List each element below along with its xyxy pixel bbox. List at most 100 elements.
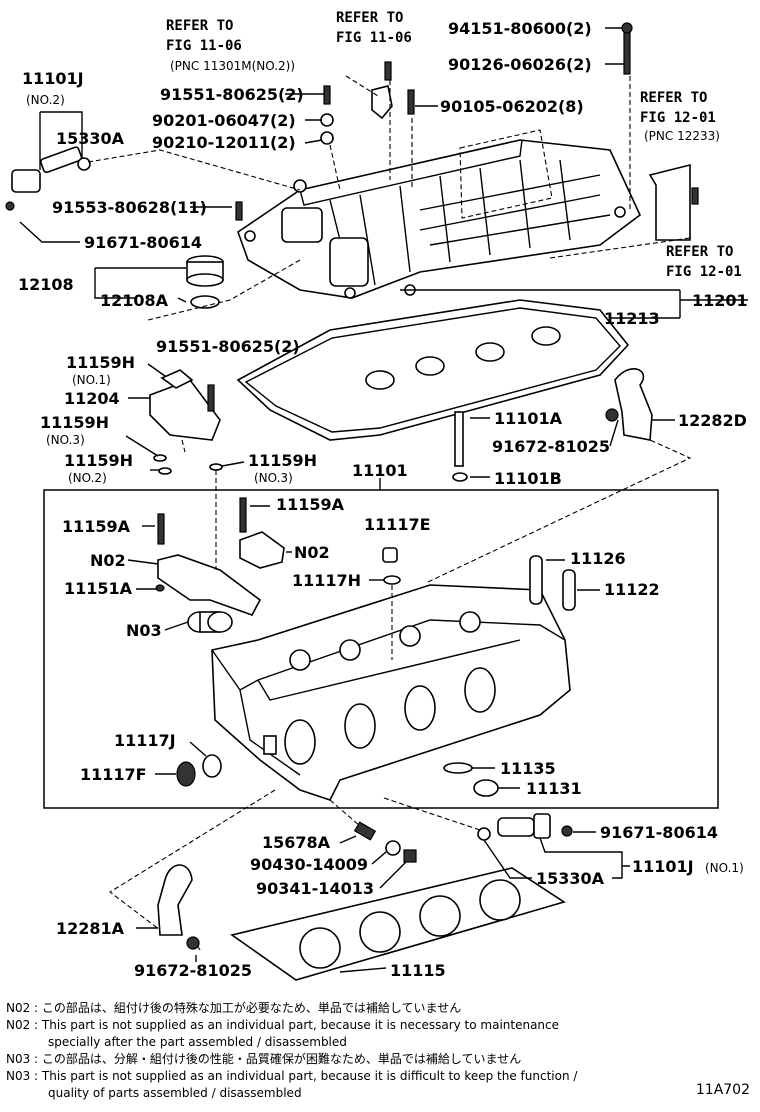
label-90201: 90201-06047(2) — [152, 111, 296, 130]
head-gasket — [230, 867, 566, 981]
label-90105: 90105-06202(8) — [440, 97, 584, 116]
label-11213: 11213 — [604, 309, 660, 328]
refer-fig-12-01-2a: REFER TO — [666, 244, 733, 260]
label-11159H-no3-sub: (NO.3) — [46, 433, 85, 447]
refer-fig-12-01-a: REFER TO — [640, 90, 707, 106]
engine-hanger-bottom — [157, 864, 193, 936]
label-11101J-top-sub: (NO.2) — [26, 93, 65, 107]
oil-control-valve-bottom — [497, 813, 551, 839]
plug-11117F — [176, 761, 196, 787]
label-11159H-right: 11159H — [248, 451, 317, 470]
bolt-91671-top — [5, 201, 15, 211]
plug-11117E — [382, 547, 398, 563]
label-11101J-bottom: 11101J — [632, 857, 694, 876]
filler-cap-gasket — [190, 295, 220, 309]
engine-hanger-top — [614, 368, 653, 441]
bearing-cap-n02-left — [157, 554, 262, 616]
note-n02-en-cont: specially after the part assembled / dis… — [48, 1035, 347, 1049]
note-n03-en: N03 : This part is not supplied as an in… — [6, 1069, 578, 1083]
o-ring-top — [77, 157, 91, 171]
label-15330A-bottom: 15330A — [536, 869, 605, 888]
label-90430: 90430-14009 — [250, 855, 368, 874]
label-90341: 90341-14013 — [256, 879, 374, 898]
label-11117E: 11117E — [364, 515, 431, 534]
bolt-90341 — [403, 849, 417, 863]
note-n03-jp: N03 : この部品は、分解・組付け後の性能・品質確保が困難なため、単品では補給… — [6, 1052, 522, 1066]
label-11101J-top: 11101J — [22, 69, 84, 88]
gasket-11135 — [443, 762, 473, 774]
label-11117J: 11117J — [114, 731, 176, 750]
label-11135: 11135 — [500, 759, 556, 778]
label-94151: 94151-80600(2) — [448, 19, 592, 38]
refer-fig-11-06-2a: REFER TO — [336, 10, 403, 26]
label-91671-top: 91671-80614 — [84, 233, 202, 252]
label-11115: 11115 — [390, 961, 446, 980]
pin-11126 — [529, 555, 543, 605]
label-11131: 11131 — [526, 779, 582, 798]
label-91672-top: 91672-81025 — [492, 437, 610, 456]
bolt-91671-bottom — [561, 825, 573, 837]
label-11101J-bottom-sub: (NO.1) — [705, 861, 744, 875]
bearing-cap-n02-right — [239, 531, 285, 569]
gasket-plug-rings — [365, 326, 561, 390]
figure-code: 11A702 — [695, 1082, 750, 1098]
refer-fig-11-06-c: (PNC 11301M(NO.2)) — [170, 59, 295, 73]
vvt-sensor-top — [371, 85, 393, 120]
cylinder-head-body — [211, 584, 571, 801]
label-91551-mid: 91551-80625(2) — [156, 337, 300, 356]
label-91551-top: 91551-80625(2) — [160, 85, 304, 104]
label-N03: N03 — [126, 621, 162, 640]
label-N02-right: N02 — [294, 543, 330, 562]
label-11159H-no2-sub: (NO.2) — [68, 471, 107, 485]
oil-filler-cap — [186, 255, 224, 287]
cylinder-head-group-box — [43, 489, 719, 809]
n03-cylinder — [187, 611, 233, 633]
label-11159H-no1-sub: (NO.1) — [72, 373, 111, 387]
oil-control-valve-top — [11, 146, 83, 193]
cylinder-head-cover — [237, 139, 641, 299]
note-n03-en-cont: quality of parts assembled / disassemble… — [48, 1086, 302, 1100]
plug-11101B — [452, 472, 468, 482]
label-11122: 11122 — [604, 580, 660, 599]
label-11159A-right: 11159A — [276, 495, 345, 514]
refer-fig-12-01-2b: FIG 12-01 — [666, 264, 742, 280]
gasket-11117H — [383, 575, 401, 585]
refer-fig-12-01-c: (PNC 12233) — [644, 129, 720, 143]
label-11159H-no1: 11159H — [66, 353, 135, 372]
pin-11122 — [562, 569, 576, 611]
label-11101: 11101 — [352, 461, 408, 480]
label-11159H-right-sub: (NO.3) — [254, 471, 293, 485]
bearing-cap-upper — [160, 369, 194, 389]
footnotes: N02 : この部品は、組付け後の特殊な加工が必要なため、単品では補給していませ… — [6, 1000, 706, 1102]
label-90126: 90126-06026(2) — [448, 55, 592, 74]
label-11204: 11204 — [64, 389, 120, 408]
refer-fig-11-06-b: FIG 11-06 — [166, 38, 242, 54]
label-11159A-left: 11159A — [62, 517, 131, 536]
dashed-reference-lines — [87, 75, 692, 951]
label-12282D: 12282D — [678, 411, 747, 430]
parts-diagram: 11101J (NO.2) 15330A 91553-80628(11) 916… — [5, 10, 748, 981]
label-11126: 11126 — [570, 549, 626, 568]
note-n02-en: N02 : This part is not supplied as an in… — [6, 1018, 560, 1032]
stud-15678A — [353, 821, 377, 841]
label-N02-left: N02 — [90, 551, 126, 570]
label-11117F: 11117F — [80, 765, 147, 784]
label-91553: 91553-80628(11) — [52, 198, 207, 217]
leader-lines — [19, 27, 748, 973]
label-11117H: 11117H — [292, 571, 361, 590]
label-11101B: 11101B — [494, 469, 562, 488]
label-11101A: 11101A — [494, 409, 563, 428]
nut-90430 — [385, 840, 401, 856]
label-15330A-top: 15330A — [56, 129, 125, 148]
seal-11117J — [202, 754, 222, 778]
head-bolt-11101A — [454, 411, 464, 467]
label-12108A: 12108A — [100, 291, 169, 310]
label-11151A: 11151A — [64, 579, 133, 598]
label-15678A: 15678A — [262, 833, 331, 852]
refer-fig-12-01-b: FIG 12-01 — [640, 110, 716, 126]
label-91671-bottom: 91671-80614 — [600, 823, 718, 842]
note-n02-jp: N02 : この部品は、組付け後の特殊な加工が必要なため、単品では補給していませ… — [6, 1001, 462, 1015]
label-12108: 12108 — [18, 275, 74, 294]
seal-11131 — [473, 779, 499, 797]
label-91672-bottom: 91672-81025 — [134, 961, 252, 980]
